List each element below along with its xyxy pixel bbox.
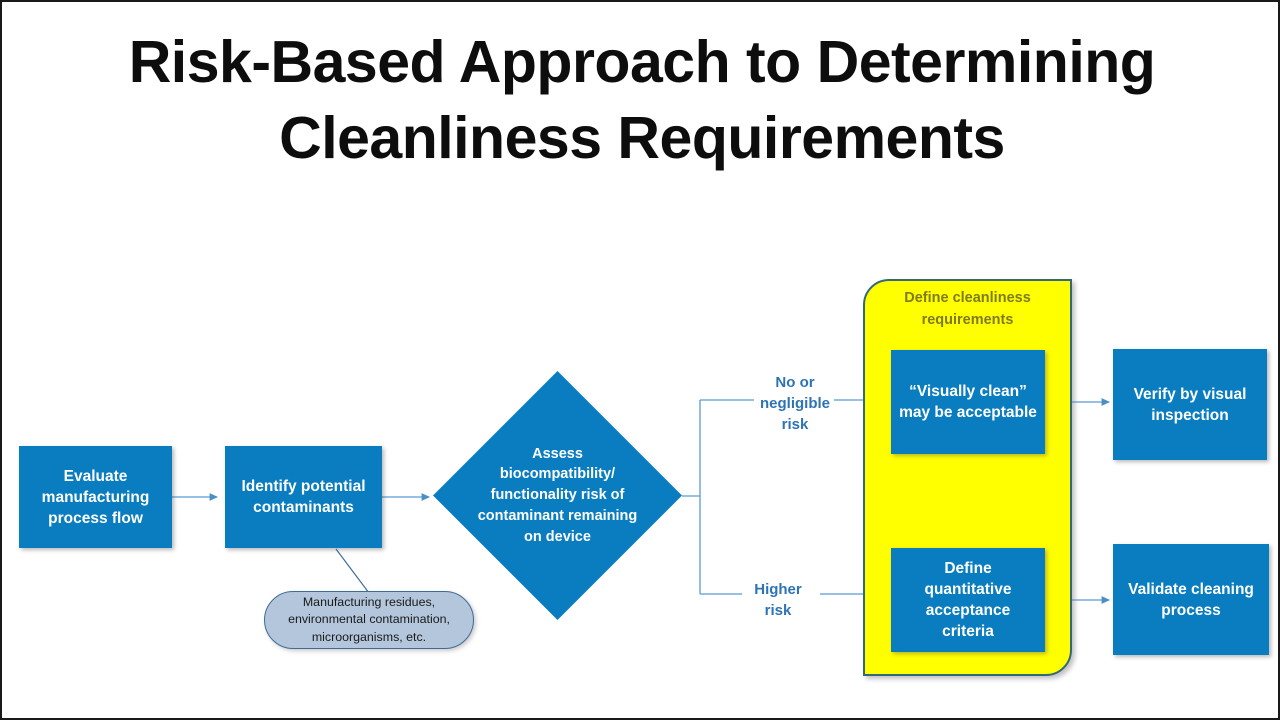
step-evaluate-manufacturing-process-flow[interactable]: Evaluate manufacturing process flow — [19, 446, 172, 548]
branch-label-no-or-negligible-risk: No or negligible risk — [759, 374, 830, 433]
callout-contaminant-examples[interactable]: Manufacturing residues, environmental co… — [264, 591, 474, 649]
decision-assess-risk-label: Assess biocompatibility/ functionality r… — [477, 445, 638, 545]
step-visually-clean-may-be-acceptable[interactable]: “Visually clean” may be acceptable — [891, 350, 1045, 454]
decision-assess-risk[interactable]: Assess biocompatibility/ functionality r… — [433, 371, 682, 620]
step-define-quantitative-acceptance-criteria[interactable]: Define quantitative acceptance criteria — [891, 548, 1045, 652]
step-identify-potential-contaminants[interactable]: Identify potential contaminants — [225, 446, 382, 548]
page-title: Risk-Based Approach to Determining Clean… — [128, 29, 1156, 171]
step-validate-cleaning-process[interactable]: Validate cleaning process — [1113, 544, 1269, 655]
step-verify-by-visual-inspection[interactable]: Verify by visual inspection — [1113, 349, 1267, 460]
define-cleanliness-title: Define cleanliness requirements — [904, 290, 1031, 328]
branch-label-higher-risk: Higher risk — [754, 581, 802, 619]
connector-identify-to-callout — [335, 548, 370, 594]
